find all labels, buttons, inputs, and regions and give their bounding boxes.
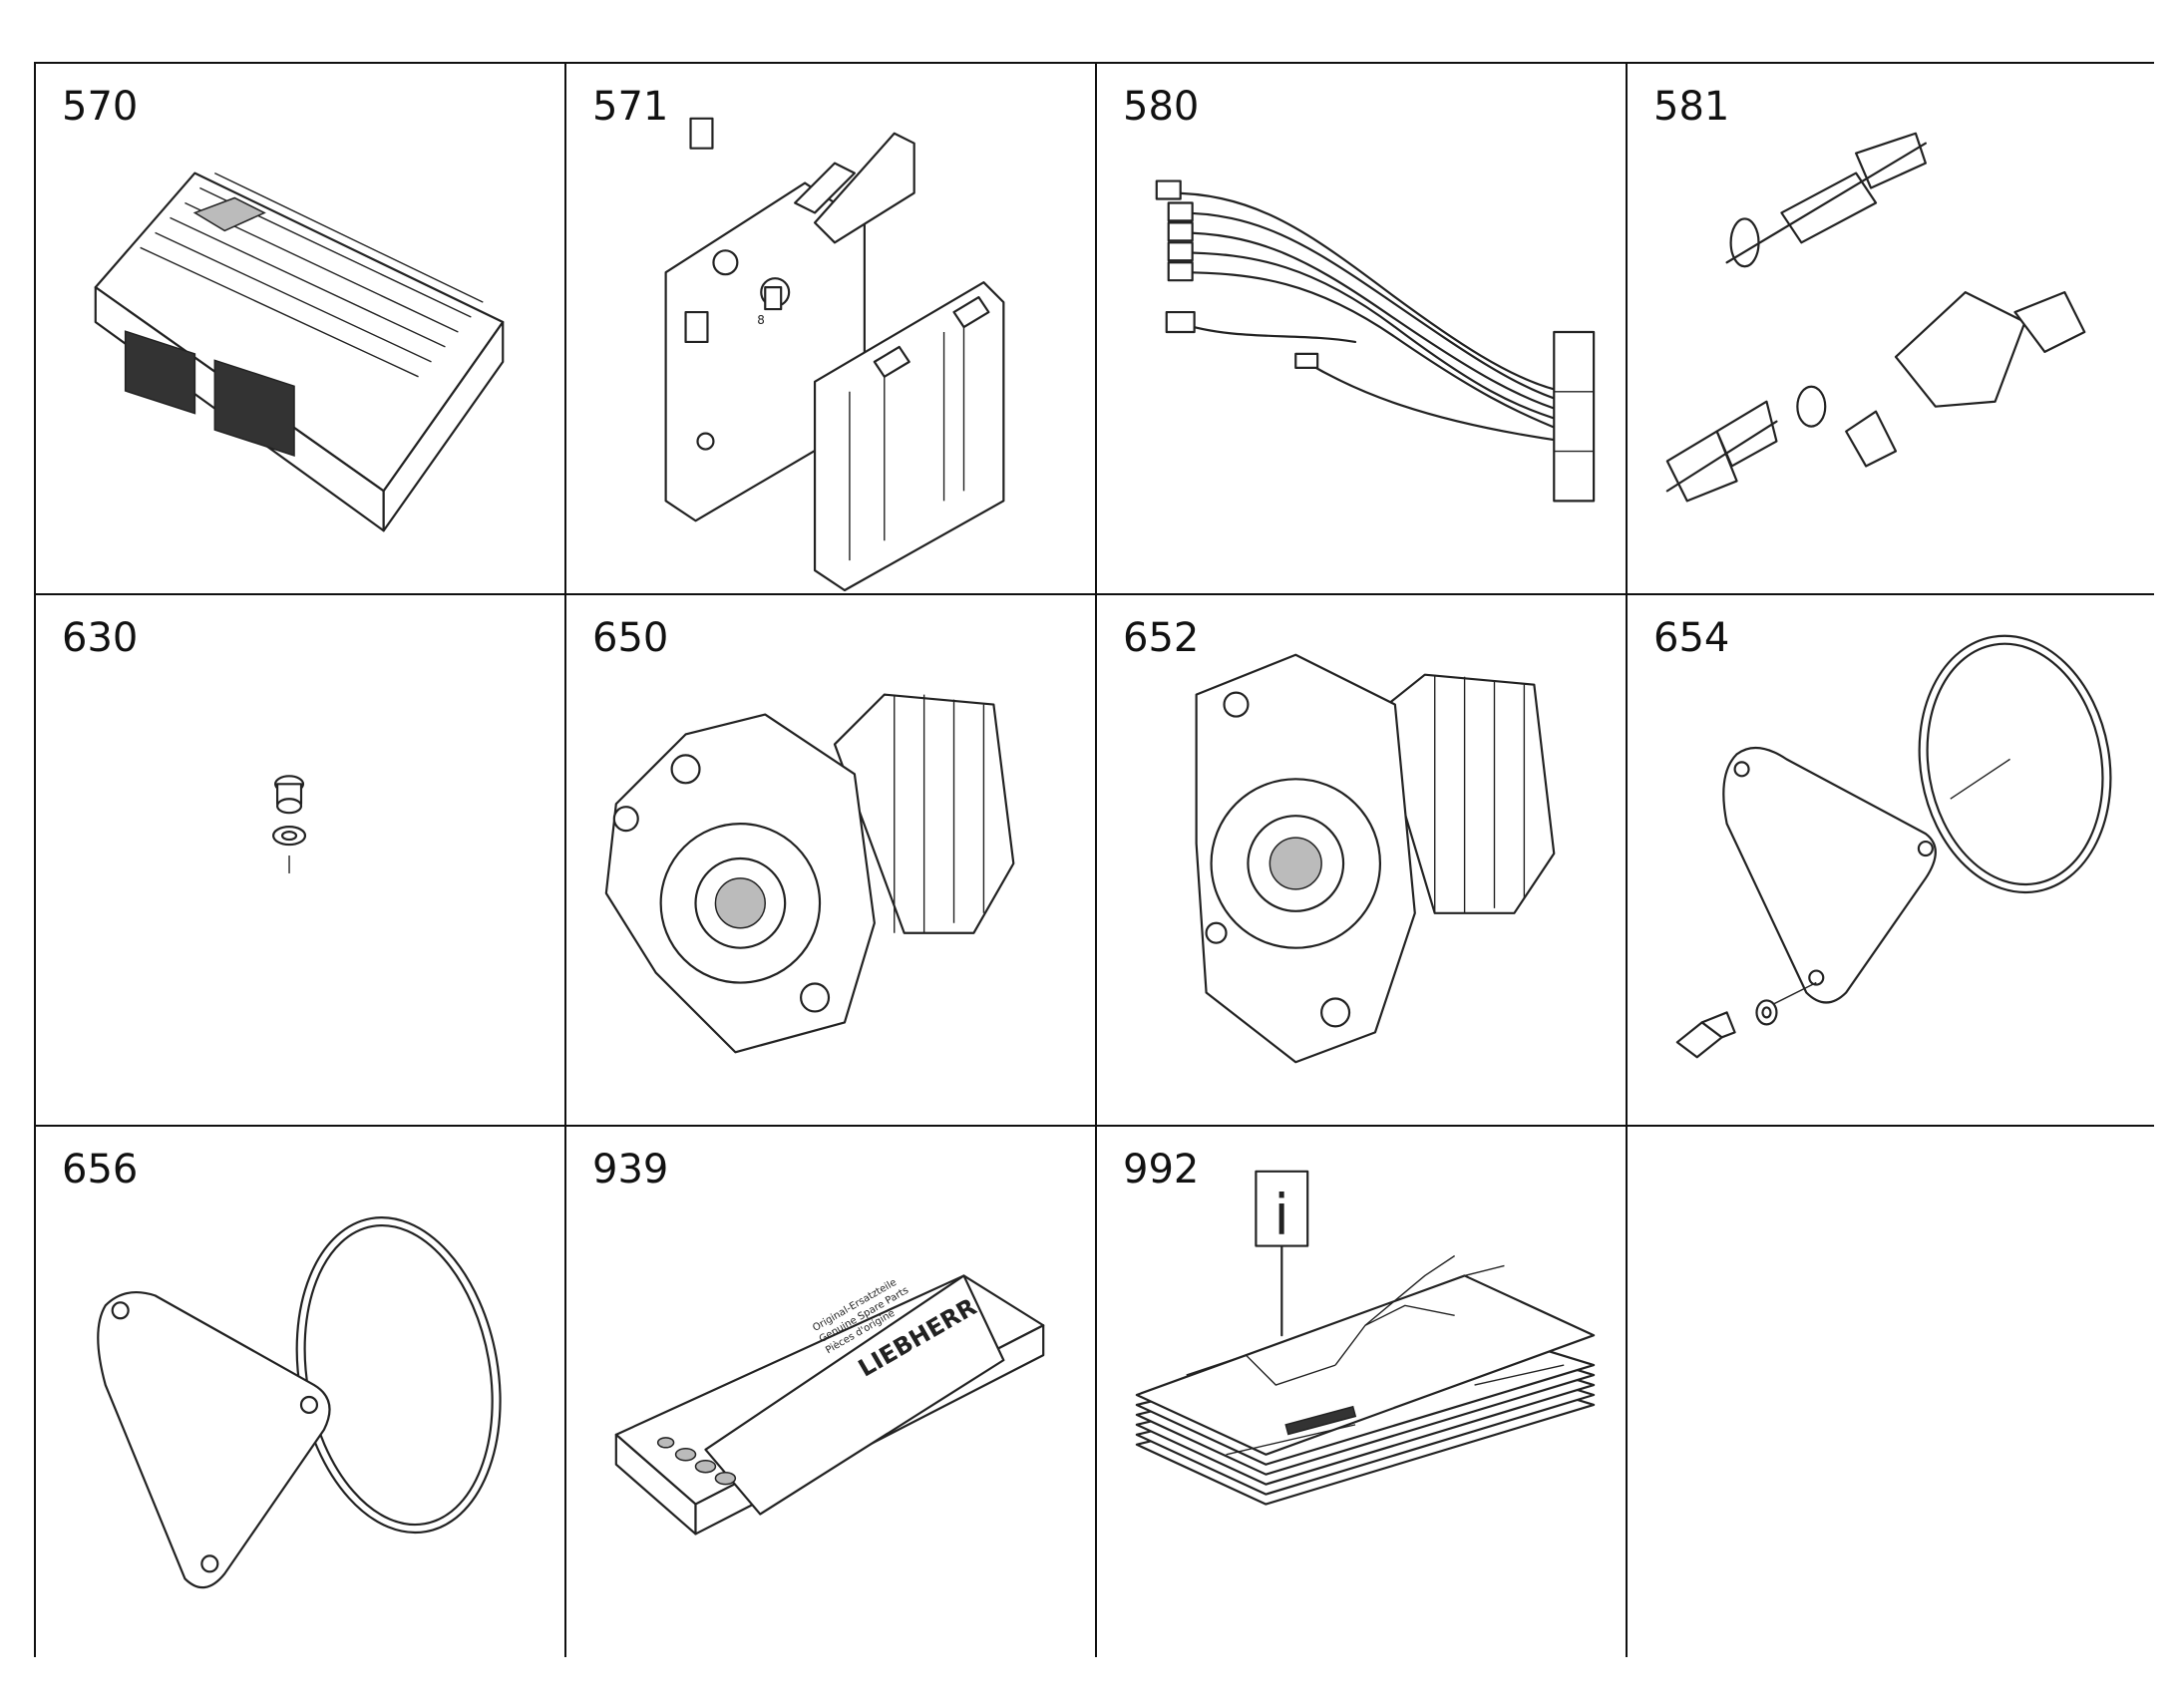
part-number: 571 bbox=[592, 84, 669, 130]
part-cell-992[interactable]: 992 i bbox=[1095, 1125, 1626, 1657]
part-number: 570 bbox=[62, 84, 139, 130]
part-number: 630 bbox=[62, 615, 139, 661]
part-number: 656 bbox=[62, 1147, 139, 1193]
part-number: 652 bbox=[1123, 615, 1200, 661]
part-number: 992 bbox=[1123, 1147, 1200, 1193]
part-cell-654[interactable]: 654 bbox=[1626, 593, 2154, 1125]
part-cell-939[interactable]: 939 Original-Ersatzteile Genuine Spare P… bbox=[564, 1125, 1095, 1657]
cover-plate-kit-icon bbox=[1675, 634, 2112, 1059]
part-cell-570[interactable]: 570 bbox=[34, 62, 564, 593]
part-cell-571[interactable]: 571 8 bbox=[564, 62, 1095, 593]
cover-plate-gasket-icon bbox=[97, 1216, 502, 1589]
gear-pump-icon bbox=[604, 693, 1015, 1054]
part-cell-656[interactable]: 656 bbox=[34, 1125, 564, 1657]
mounting-bracket-icon: 8 bbox=[664, 117, 1005, 592]
sensors-icon bbox=[1665, 132, 2086, 503]
plug-screw-icon bbox=[272, 775, 307, 873]
callout-label: 8 bbox=[757, 313, 765, 327]
gear-pump-icon bbox=[1195, 653, 1556, 1064]
part-number: 939 bbox=[592, 1147, 669, 1193]
part-cell-652[interactable]: 652 bbox=[1095, 593, 1626, 1125]
parts-grid: 570 571 8 bbox=[34, 62, 2154, 1657]
part-cell-580[interactable]: 580 bbox=[1095, 62, 1626, 593]
part-number: 650 bbox=[592, 615, 669, 661]
part-number: 580 bbox=[1123, 84, 1200, 130]
part-number: 654 bbox=[1653, 615, 1730, 661]
part-cell-581[interactable]: 581 bbox=[1626, 62, 2154, 593]
part-cell-650[interactable]: 650 bbox=[564, 593, 1095, 1125]
part-cell-630[interactable]: 630 bbox=[34, 593, 564, 1125]
part-number: 581 bbox=[1653, 84, 1730, 130]
spare-parts-box-icon: Original-Ersatzteile Genuine Spare Parts… bbox=[614, 1274, 1045, 1536]
wiring-harness-icon bbox=[1155, 179, 1596, 503]
info-letter: i bbox=[1273, 1184, 1289, 1248]
control-unit-icon bbox=[94, 171, 505, 532]
part-cell-empty bbox=[1626, 1125, 2154, 1657]
info-manual-icon: i bbox=[1135, 1170, 1596, 1506]
